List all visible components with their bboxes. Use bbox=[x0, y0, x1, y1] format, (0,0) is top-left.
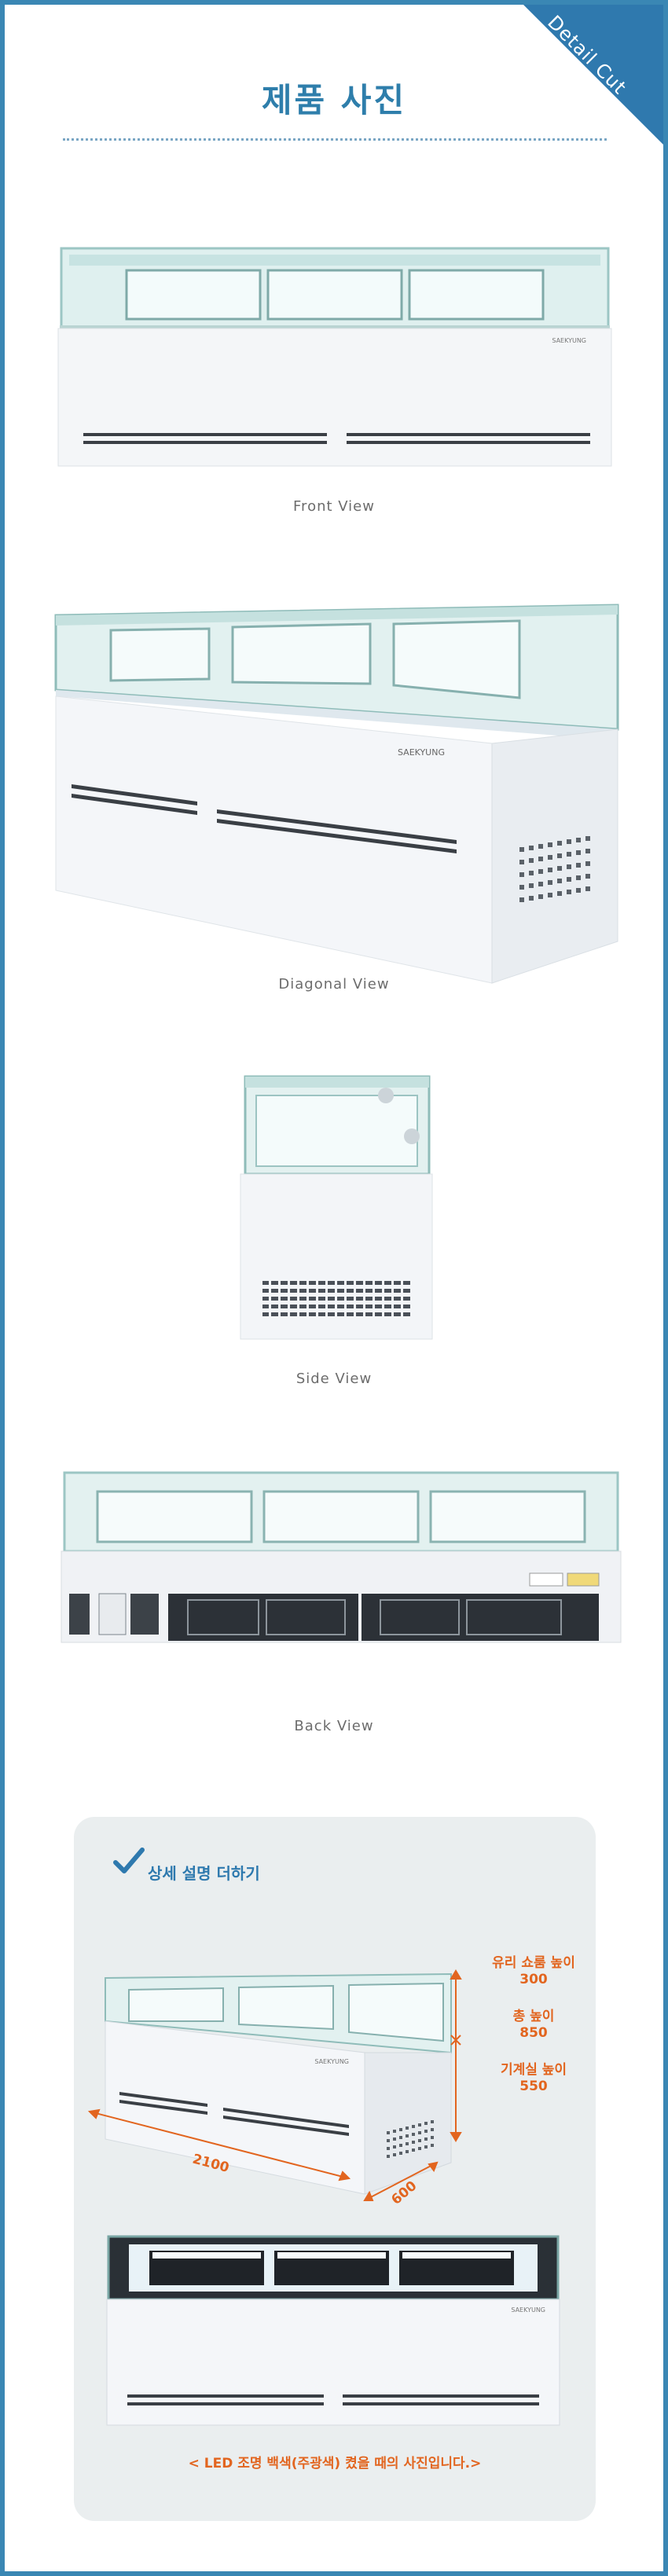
page-title: 제품 사진 bbox=[261, 81, 407, 119]
corner-ribbon bbox=[519, 5, 663, 149]
dimension-glass-height: 유리 쇼룸 높이 300 bbox=[492, 1955, 575, 1987]
detail-title: 상세 설명 더하기 bbox=[148, 1864, 260, 1883]
back-view-caption: Back View bbox=[294, 1718, 374, 1734]
front-view-caption: Front View bbox=[293, 498, 375, 515]
detail-panel: 상세 설명 더하기 SAEKYUNG bbox=[74, 1817, 596, 2521]
led-photo-logo: SAEKYUNG bbox=[511, 2306, 545, 2314]
dimension-diagram: SAEKYUNG bbox=[87, 1969, 462, 2208]
diagonal-view-caption: Diagonal View bbox=[278, 976, 390, 993]
diagonal-view-logo: SAEKYUNG bbox=[398, 747, 445, 758]
dimension-machine-height: 기계실 높이 550 bbox=[500, 2062, 567, 2094]
led-lit-photo: SAEKYUNG bbox=[106, 2235, 560, 2426]
front-view-logo: SAEKYUNG bbox=[552, 337, 586, 344]
diagram-logo: SAEKYUNG bbox=[314, 2058, 349, 2065]
diagonal-view-photo: SAEKYUNG bbox=[54, 604, 619, 984]
side-view-caption: Side View bbox=[295, 1371, 373, 1387]
dimension-total-height: 총 높이 850 bbox=[512, 2009, 555, 2041]
front-view-photo: SAEKYUNG bbox=[57, 247, 612, 467]
title-divider bbox=[63, 138, 607, 141]
checkmark-icon bbox=[113, 1848, 145, 1873]
led-caption: < LED 조명 백색(주광색) 켰을 때의 사진입니다.> bbox=[188, 2456, 482, 2471]
back-view-photo bbox=[61, 1471, 622, 1643]
side-view-photo bbox=[240, 1075, 433, 1340]
